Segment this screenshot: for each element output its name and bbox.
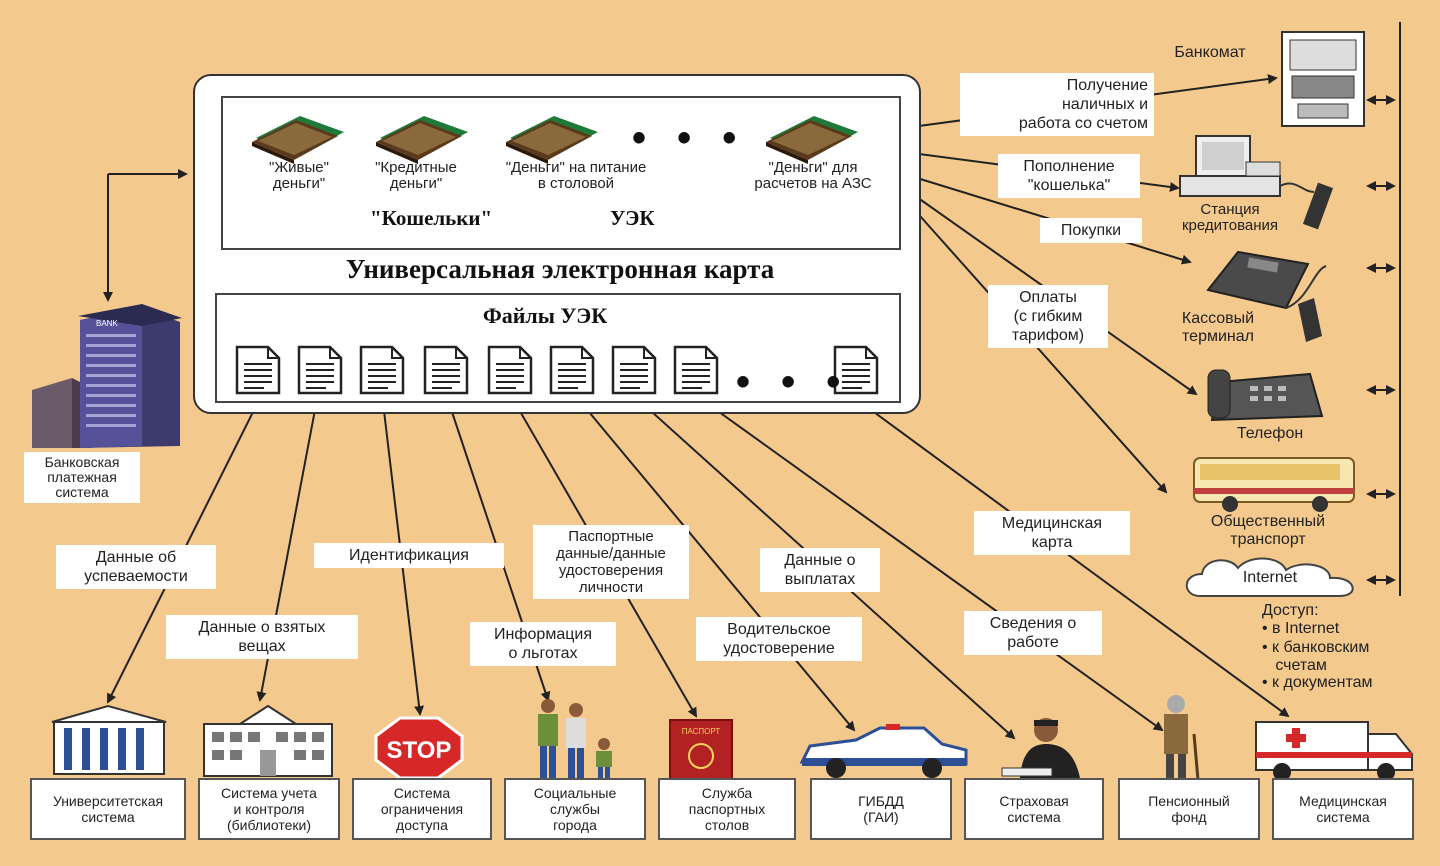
device-internet: Internet	[1242, 569, 1298, 586]
system-pension: Пенсионный фонд	[1118, 778, 1260, 840]
wallet-caption: "Деньги" на питание в столовой	[505, 159, 647, 192]
bank-logo: BANK	[96, 319, 118, 328]
system-medical: Медицинская система	[1272, 778, 1414, 840]
file-icon	[487, 345, 533, 395]
stop-sign-text: STOP	[387, 737, 452, 764]
wallet-caption: "Кредитные деньги"	[375, 159, 457, 192]
wallet-caption: "Деньги" для расчетов на АЗС	[754, 159, 872, 192]
stop-sign-icon: STOP	[374, 716, 464, 780]
bank-building-icon: BANK	[32, 304, 182, 448]
label-cash: Получение наличных и работа со счетом	[960, 73, 1154, 136]
system-insurance: Страховая система	[964, 778, 1104, 840]
access-item: • к документам	[1262, 674, 1373, 691]
system-access: Система ограничения доступа	[352, 778, 492, 840]
wallets-label: "Кошельки"	[370, 206, 493, 230]
system-university: Университетская система	[30, 778, 186, 840]
cash-terminal-icon	[1206, 250, 1327, 342]
label-identification: Идентификация	[314, 543, 504, 568]
label-payments: Оплаты (с гибким тарифом)	[988, 285, 1108, 348]
device-atm: Банкомат	[1174, 44, 1246, 61]
police-car-icon	[799, 724, 968, 778]
file-icon	[611, 345, 657, 395]
bank-caption: Банковская платежная система	[24, 452, 140, 503]
device-station: Станция кредитования	[1181, 201, 1279, 234]
files-ellipsis: • • •	[736, 360, 851, 404]
file-icon	[359, 345, 405, 395]
file-icon	[297, 345, 343, 395]
label-medical-card: Медицинская карта	[974, 511, 1130, 555]
system-passport: Служба паспортных столов	[658, 778, 796, 840]
label-benefits: Информация о льготах	[470, 622, 616, 666]
label-work: Сведения о работе	[964, 611, 1102, 655]
pension-arrow	[692, 392, 1164, 732]
label-topup: Пополнение "кошелька"	[998, 154, 1140, 198]
files-title: Файлы УЭК	[482, 303, 608, 328]
passport-cover-text: ПАСПОРТ	[682, 727, 721, 736]
ambulance-icon	[1255, 721, 1413, 781]
wallet-icon	[376, 116, 468, 164]
label-purchases: Покупки	[1040, 218, 1142, 243]
cloud-icon	[1185, 557, 1354, 597]
wallet-caption: "Живые" деньги"	[269, 159, 329, 192]
system-traffic-police: ГИБДД (ГАИ)	[810, 778, 952, 840]
label-payouts: Данные о выплатах	[760, 548, 880, 592]
file-icon	[673, 345, 719, 395]
file-icon	[235, 345, 281, 395]
file-icon	[423, 345, 469, 395]
label-items-taken: Данные о взятых вещах	[166, 615, 358, 659]
wallet-icon	[506, 116, 598, 164]
insurance-agent-icon	[1001, 718, 1080, 778]
label-grades: Данные об успеваемости	[56, 545, 216, 589]
atm-icon	[1281, 31, 1365, 127]
telephone-icon	[1207, 369, 1324, 422]
wallet-icon	[252, 116, 344, 164]
device-terminal: Кассовый терминал	[1181, 310, 1255, 345]
access-title: Доступ:	[1262, 602, 1319, 619]
library-icon	[203, 704, 333, 777]
file-icon	[549, 345, 595, 395]
university-icon	[51, 704, 167, 775]
device-transport: Общественный транспорт	[1210, 513, 1326, 548]
device-phone: Телефон	[1236, 425, 1304, 442]
card-title: Универсальная электронная карта	[345, 254, 775, 284]
wallets-ellipsis: • • •	[632, 116, 747, 160]
uek-label: УЭК	[610, 206, 655, 230]
system-social: Социальные службы города	[504, 778, 646, 840]
family-people-icon	[538, 699, 612, 778]
pensioner-icon	[1164, 695, 1200, 781]
passport-icon: ПАСПОРТ	[669, 719, 733, 782]
system-library: Система учета и контроля (библиотеки)	[198, 778, 340, 840]
bus-icon	[1193, 457, 1355, 512]
wallet-icon	[766, 116, 858, 164]
label-license: Водительское удостоверение	[696, 617, 862, 661]
credit-station-icon	[1179, 135, 1334, 230]
access-item: • в Internet	[1262, 620, 1340, 637]
access-item: • к банковским счетам	[1262, 639, 1370, 674]
file-icon	[833, 345, 879, 395]
label-passport: Паспортные данные/данные удостоверения л…	[533, 525, 689, 599]
